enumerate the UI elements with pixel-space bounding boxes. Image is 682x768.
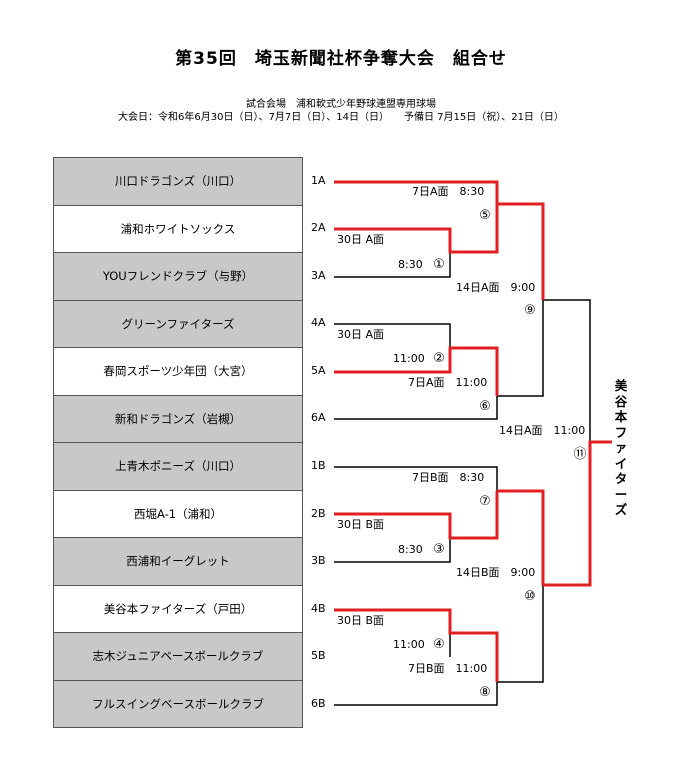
team-name: YOUフレンドクラブ（与野） (102, 269, 254, 284)
game-number: ② (433, 351, 445, 366)
game-number: ④ (433, 637, 445, 652)
bracket-line (497, 300, 544, 397)
team-list: 川口ドラゴンズ（川口） 浦和ホワイトソックス YOUフレンドクラブ（与野） グリ… (53, 157, 303, 728)
slot-label: 4B (311, 602, 326, 615)
slot-label: 3B (311, 554, 326, 567)
team-name: 美谷本ファイターズ（戸田） (103, 601, 253, 616)
team-cell: YOUフレンドクラブ（与野） (53, 253, 303, 301)
bracket-line (334, 323, 451, 348)
bracket-line (334, 538, 451, 563)
slot-label: 6A (311, 411, 326, 424)
game-label: 30日 A面 (337, 233, 385, 246)
game-number: ⑦ (479, 494, 491, 509)
team-name: 上青木ポニーズ（川口） (115, 459, 241, 474)
winner-line (334, 491, 499, 540)
dates-text: 大会日：令和6年6月30日（日）、7月7日（日）、14日（日） 予備日 7月15… (118, 112, 564, 123)
game-schedule: 14日B面 9:00 (456, 566, 536, 579)
team-name: 川口ドラゴンズ（川口） (114, 174, 242, 189)
game-label: 30日 B面 (337, 518, 385, 531)
winner-line (334, 608, 499, 682)
game-time: 8:30 (398, 258, 423, 271)
page-title: 第35回 埼玉新聞社杯争奪大会 組合せ (175, 49, 507, 69)
team-cell: 美谷本ファイターズ（戸田） (53, 585, 303, 633)
game-number: ① (433, 257, 445, 272)
team-cell: フルスイングベースボールクラブ (53, 680, 303, 728)
winner-line (497, 489, 545, 585)
team-name: フルスイングベースボールクラブ (92, 696, 264, 711)
team-name: 西堀A-1（浦和） (133, 506, 223, 521)
game-label: 30日 B面 (337, 614, 385, 627)
winner-line (334, 180, 499, 204)
slot-label: 1B (311, 459, 326, 472)
bracket-winner-lines (334, 180, 612, 682)
game-number: ⑤ (479, 208, 491, 223)
game-schedule: 7日A面 8:30 (412, 185, 485, 198)
game-number: ⑥ (479, 399, 491, 414)
winner-line (334, 204, 499, 254)
game-schedule: 7日B面 8:30 (412, 471, 485, 484)
game-schedule: 7日A面 11:00 (408, 376, 488, 389)
team-cell: 上青木ポニーズ（川口） (53, 443, 303, 491)
bracket-line (334, 466, 498, 491)
team-cell: 志木ジュニアベースボールクラブ (53, 633, 303, 681)
team-name: 西浦和イーグレット (126, 554, 230, 569)
game-time: 11:00 (393, 352, 425, 365)
game-label: 30日 A面 (337, 328, 385, 341)
bracket-line (543, 299, 591, 442)
team-cell: 新和ドラゴンズ（岩槻） (53, 395, 303, 443)
team-cell: 西堀A-1（浦和） (53, 490, 303, 538)
game-number: ⑨ (524, 303, 536, 318)
champion-name: 美谷本ファイターズ (614, 378, 628, 517)
winner-line (497, 202, 545, 300)
winner-line (543, 440, 612, 587)
team-name: 志木ジュニアベースボールクラブ (92, 649, 264, 664)
slot-label: 5B (311, 649, 326, 662)
team-name: グリーンファイターズ (121, 316, 235, 331)
game-schedule: 7日B面 11:00 (408, 662, 488, 675)
game-number: ⑧ (479, 685, 491, 700)
team-cell: 春岡スポーツ少年団（大宮） (53, 348, 303, 396)
bracket-line (334, 682, 498, 706)
team-cell: 川口ドラゴンズ（川口） (53, 158, 303, 206)
game-time: 11:00 (393, 638, 425, 651)
game-schedule: 14日A面 9:00 (456, 281, 536, 294)
game-number: ⑪ (573, 447, 587, 462)
slot-label: 4A (311, 316, 326, 329)
bracket-line (334, 396, 498, 420)
team-name: 春岡スポーツ少年団（大宮） (103, 364, 253, 379)
slot-label: 2B (311, 507, 326, 520)
slot-label: 3A (311, 269, 326, 282)
winner-line (334, 346, 499, 396)
team-name: 浦和ホワイトソックス (120, 221, 236, 236)
game-number: ③ (433, 542, 445, 557)
slot-label: 6B (311, 697, 326, 710)
bracket-line (497, 585, 544, 683)
team-cell: 浦和ホワイトソックス (53, 205, 303, 253)
game-number: ⑩ (524, 589, 536, 604)
slot-label: 5A (311, 364, 326, 377)
slot-label: 1A (311, 174, 326, 187)
team-cell: 西浦和イーグレット (53, 538, 303, 586)
team-name: 新和ドラゴンズ（岩槻） (114, 411, 242, 426)
bracket-line (334, 252, 451, 278)
game-time: 8:30 (398, 543, 423, 556)
game-schedule: 14日A面 11:00 (499, 424, 586, 437)
team-cell: グリーンファイターズ (53, 300, 303, 348)
slot-label: 2A (311, 221, 326, 234)
venue-text: 試合会場 浦和軟式少年野球連盟専用球場 (246, 99, 436, 110)
